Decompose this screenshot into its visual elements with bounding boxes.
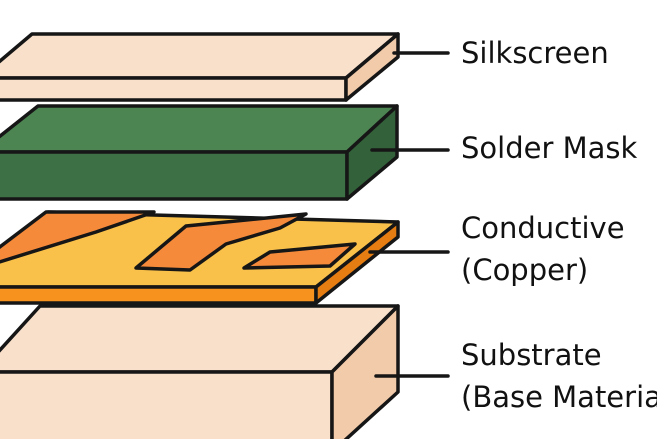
substrate-front	[0, 370, 334, 439]
silkscreen-top	[0, 32, 400, 80]
conductive-front	[0, 285, 318, 305]
substrate-layer	[0, 304, 400, 439]
silkscreen-front	[0, 76, 348, 102]
substrate-top	[0, 304, 400, 374]
solder-mask-side	[345, 104, 399, 201]
substrate-side	[330, 304, 400, 439]
solder-mask-front	[0, 150, 349, 201]
silkscreen-layer	[0, 32, 400, 102]
solder-mask-layer	[0, 104, 399, 201]
silkscreen-side	[344, 32, 400, 102]
substrate-label-line-2: (Base Material)	[461, 380, 657, 414]
conductive-label: Conductive (Copper)	[461, 207, 625, 291]
solder-mask-label-line: Solder Mask	[461, 131, 638, 165]
solder-mask-label: Solder Mask	[461, 127, 637, 169]
conductive-label-line-1: Conductive	[461, 211, 625, 245]
substrate-label: Substrate (Base Material)	[461, 334, 657, 418]
solder-mask-top	[0, 104, 399, 154]
silkscreen-label: Silkscreen	[461, 32, 609, 74]
conductive-label-line-2: (Copper)	[461, 253, 589, 287]
leader-lines	[368, 51, 450, 378]
silkscreen-label-line: Silkscreen	[461, 36, 609, 70]
conductive-side	[314, 220, 400, 305]
copper-trace-right	[242, 242, 357, 270]
conductive-layer	[0, 210, 400, 305]
substrate-label-line-1: Substrate	[461, 338, 602, 372]
copper-trace-left	[0, 210, 156, 264]
copper-trace-middle	[134, 212, 308, 272]
